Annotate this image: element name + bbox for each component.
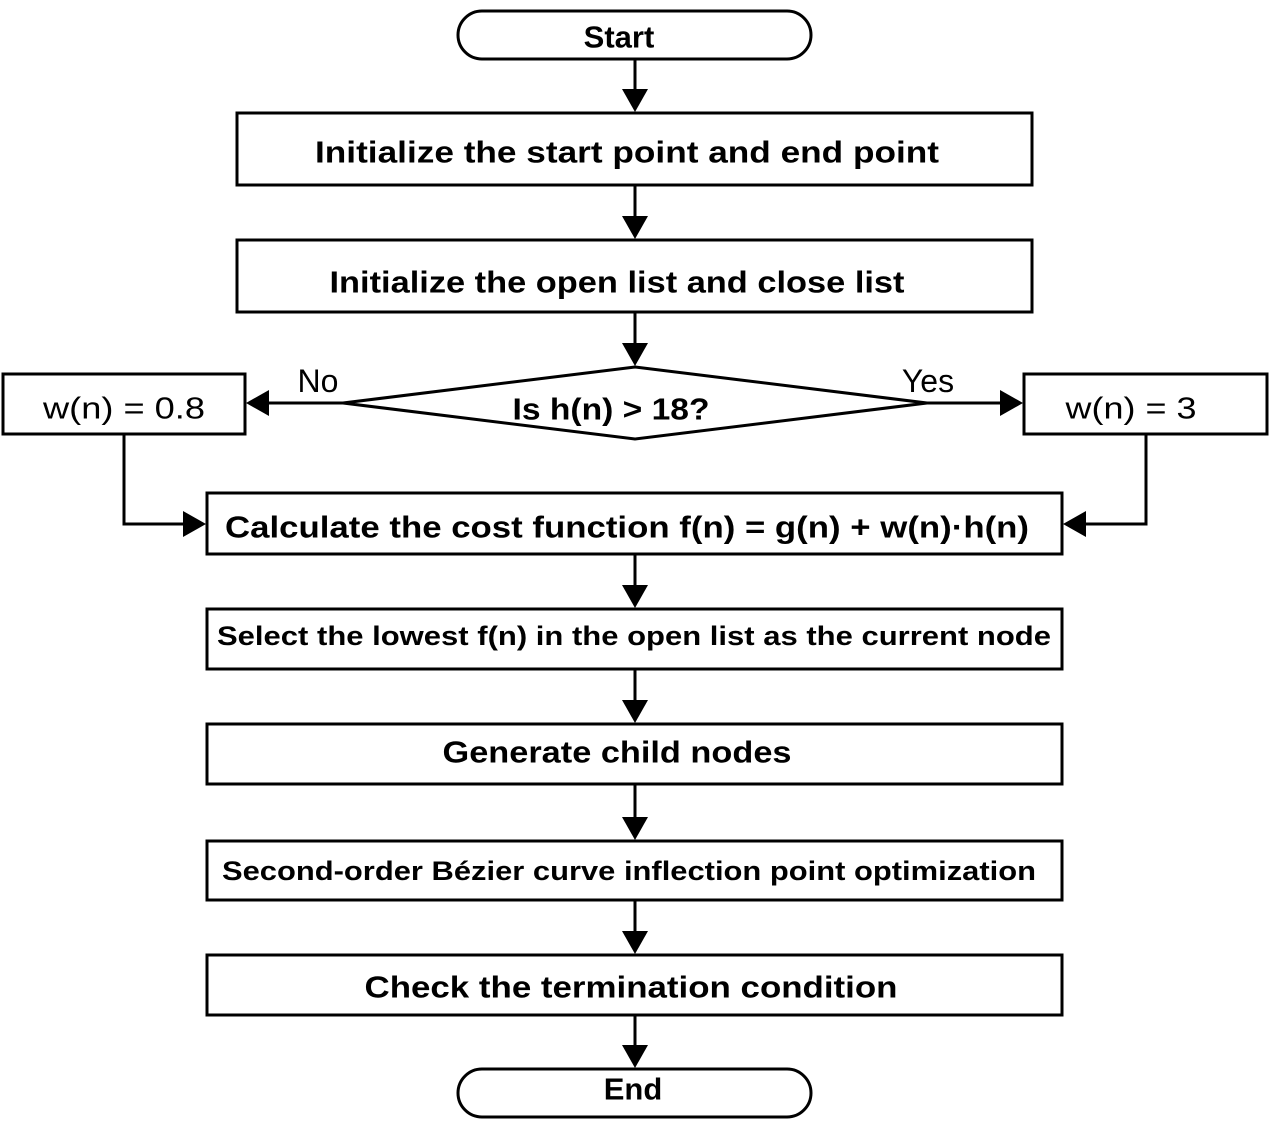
arrowhead-cost-right xyxy=(1063,511,1086,537)
end-label: End xyxy=(604,1072,663,1107)
arrowhead-check xyxy=(622,931,648,954)
init-points-box xyxy=(235,111,1034,187)
arrowhead-select xyxy=(622,585,648,608)
arrowhead-init-points xyxy=(622,89,648,112)
arrowhead-cost-left xyxy=(183,511,206,537)
decision-diamond xyxy=(342,365,928,441)
branch-no-label: No xyxy=(298,363,339,399)
arrowhead-weight-yes xyxy=(1000,390,1023,416)
generate-children-label: Generate child nodes xyxy=(443,735,792,770)
branch-yes-label: Yes xyxy=(902,363,954,399)
decision-label: Is h(n) > 18? xyxy=(513,392,710,427)
start-label: Start xyxy=(584,20,655,55)
arrowhead-end xyxy=(622,1045,648,1068)
arrowhead-generate xyxy=(622,700,648,723)
weight-no-box xyxy=(1,372,247,436)
init-lists-label: Initialize the open list and close list xyxy=(330,265,905,300)
init-points-label: Initialize the start point and end point xyxy=(315,135,939,170)
arrowhead-init-lists xyxy=(622,216,648,239)
arrowhead-decision xyxy=(622,343,648,366)
weight-yes-label: w(n) = 3 xyxy=(1064,391,1196,426)
init-lists-box xyxy=(235,238,1034,314)
end-terminal xyxy=(456,1067,813,1119)
check-termination-label: Check the termination condition xyxy=(365,970,898,1005)
cost-function-box xyxy=(205,491,1064,556)
bezier-optimization-label: Second-order Bézier curve inflection poi… xyxy=(222,856,1036,886)
connector-weight-yes-to-cost xyxy=(1085,434,1148,526)
connector-weight-no-to-cost xyxy=(122,434,184,526)
weight-no-label: w(n) = 0.8 xyxy=(42,391,205,426)
arrowhead-bezier xyxy=(622,817,648,840)
select-node-box xyxy=(205,607,1064,671)
cost-function-label: Calculate the cost function f(n) = g(n) … xyxy=(225,510,1029,545)
bezier-optimization-box xyxy=(205,839,1064,902)
select-node-label: Select the lowest f(n) in the open list … xyxy=(217,621,1051,651)
arrowhead-weight-no xyxy=(246,390,269,416)
generate-children-box xyxy=(205,722,1064,786)
